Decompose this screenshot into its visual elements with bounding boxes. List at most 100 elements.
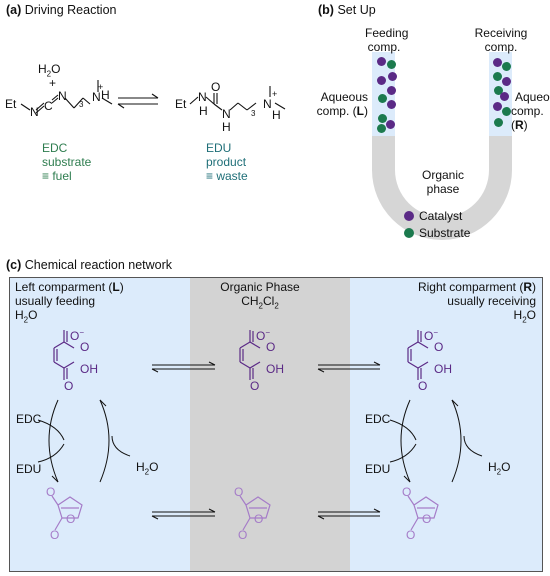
edu-et-label: Et <box>175 97 187 111</box>
right-compartment-bg <box>350 278 542 571</box>
edc-h-label: H <box>101 88 110 102</box>
panel-b-title: (b) Set Up <box>318 3 376 17</box>
catalyst-swatch <box>404 210 414 221</box>
equilibrium-arrow-a <box>117 93 159 109</box>
anhydride-left-o3: O <box>50 528 60 542</box>
anhydride-right-o2: O <box>422 512 432 526</box>
left-compartment-bg <box>10 278 190 571</box>
water-label: H2O <box>38 62 61 79</box>
acid-middle-o2: O <box>266 340 276 354</box>
water-label-right: H2O <box>488 460 511 477</box>
edu-h2-label: H <box>222 120 231 134</box>
substrate-dot <box>502 62 511 71</box>
edu-caption: EDU product ≡ waste <box>206 141 248 183</box>
acid-left-o1: O− <box>70 328 85 343</box>
edu-h1-label: H <box>199 104 208 118</box>
substrate-dot <box>502 107 511 116</box>
catalyst-dot <box>388 72 397 81</box>
edu-structure <box>189 86 286 111</box>
cycle-arrows-right <box>389 399 483 483</box>
aqueous-right-label: Aqueous comp. (R) <box>511 90 550 132</box>
acid-middle-oh: OH <box>266 362 284 376</box>
substrate-dot <box>378 94 387 103</box>
anhydride-middle-o2: O <box>254 512 264 526</box>
anhydride-middle <box>239 495 271 531</box>
edu-label-left: EDU <box>16 462 42 476</box>
substrate-dot <box>494 118 503 127</box>
edc-label-right: EDC <box>365 412 391 426</box>
edu-label-right: EDU <box>365 462 391 476</box>
edu-n1-label: N <box>198 90 207 104</box>
edu-h3-label: H <box>272 108 281 122</box>
organic-phase-bg <box>190 278 350 571</box>
equilibrium-arrows-top <box>151 361 381 373</box>
anhydride-left <box>51 495 83 531</box>
catalyst-dot <box>387 86 396 95</box>
anhydride-middle-o3: O <box>238 528 248 542</box>
anhydride-left-o1: O <box>46 485 56 499</box>
acid-right-o2: O <box>434 340 444 354</box>
edu-chain-index: 3 <box>251 109 256 118</box>
edu-charge: + <box>272 89 278 99</box>
left-compartment-header: Left comparment (L) usually feeding H2O <box>15 280 124 325</box>
catalyst-dot <box>386 120 395 129</box>
anhydride-right-o1: O <box>402 485 412 499</box>
substrate-dot <box>494 86 503 95</box>
acid-right-o3: O <box>418 379 428 393</box>
anhydride-left-o2: O <box>66 512 76 526</box>
acid-right-o1: O− <box>424 328 439 343</box>
catalyst-dot <box>493 102 502 111</box>
edc-charge: + <box>98 82 104 92</box>
anhydride-middle-o1: O <box>234 485 244 499</box>
right-compartment-header: Right comparment (R) usually receiving H… <box>417 280 536 325</box>
substrate-dot <box>378 114 387 123</box>
legend: Catalyst Substrate <box>404 207 470 241</box>
catalyst-dot <box>377 76 386 85</box>
legend-item-catalyst: Catalyst <box>404 207 470 224</box>
substrate-dot <box>493 72 502 81</box>
water-label-left: H2O <box>136 460 159 477</box>
acid-middle-o1: O− <box>256 328 271 343</box>
acid-middle-o3: O <box>250 379 260 393</box>
cycle-arrows-left <box>37 399 131 483</box>
edc-n1-label: N <box>30 105 39 119</box>
panel-a-title: (a) Driving Reaction <box>6 3 117 17</box>
acid-left-o3: O <box>64 379 74 393</box>
catalyst-dot <box>377 57 386 66</box>
edc-n2-label: N <box>58 89 67 103</box>
substrate-dot <box>377 124 386 133</box>
legend-item-substrate: Substrate <box>404 224 470 241</box>
acid-right-oh: OH <box>434 362 452 376</box>
substrate-dot <box>387 60 396 69</box>
anhydride-right <box>407 495 439 531</box>
edc-structure <box>20 80 113 114</box>
aqueous-left-label: Aqueous comp. (L) <box>316 90 368 118</box>
acid-left-o2: O <box>80 340 90 354</box>
anhydride-right-o3: O <box>406 528 416 542</box>
acid-left-oh: OH <box>80 362 98 376</box>
edu-o-label: O <box>211 80 221 94</box>
plus-sign: + <box>49 76 57 90</box>
edu-n2-label: N <box>222 107 231 121</box>
edc-label-left: EDC <box>16 412 42 426</box>
edc-chain-index: 3 <box>79 100 84 109</box>
reaction-network-box <box>9 277 543 572</box>
edu-n3-label: N <box>263 97 272 111</box>
catalyst-dot <box>387 100 396 109</box>
catalyst-dot <box>502 77 511 86</box>
catalyst-dot <box>493 58 502 67</box>
substrate-swatch <box>404 227 414 238</box>
edc-et-label: Et <box>5 97 17 111</box>
edc-c-label: C <box>44 99 53 113</box>
equilibrium-arrows-bottom <box>151 508 381 520</box>
edc-n3-label: N <box>92 90 101 104</box>
catalyst-dot <box>500 92 509 101</box>
edc-caption: EDC substrate ≡ fuel <box>42 141 92 183</box>
organic-phase-header: Organic Phase CH2Cl2 <box>220 280 300 311</box>
panel-c-title: (c) Chemical reaction network <box>6 258 173 272</box>
